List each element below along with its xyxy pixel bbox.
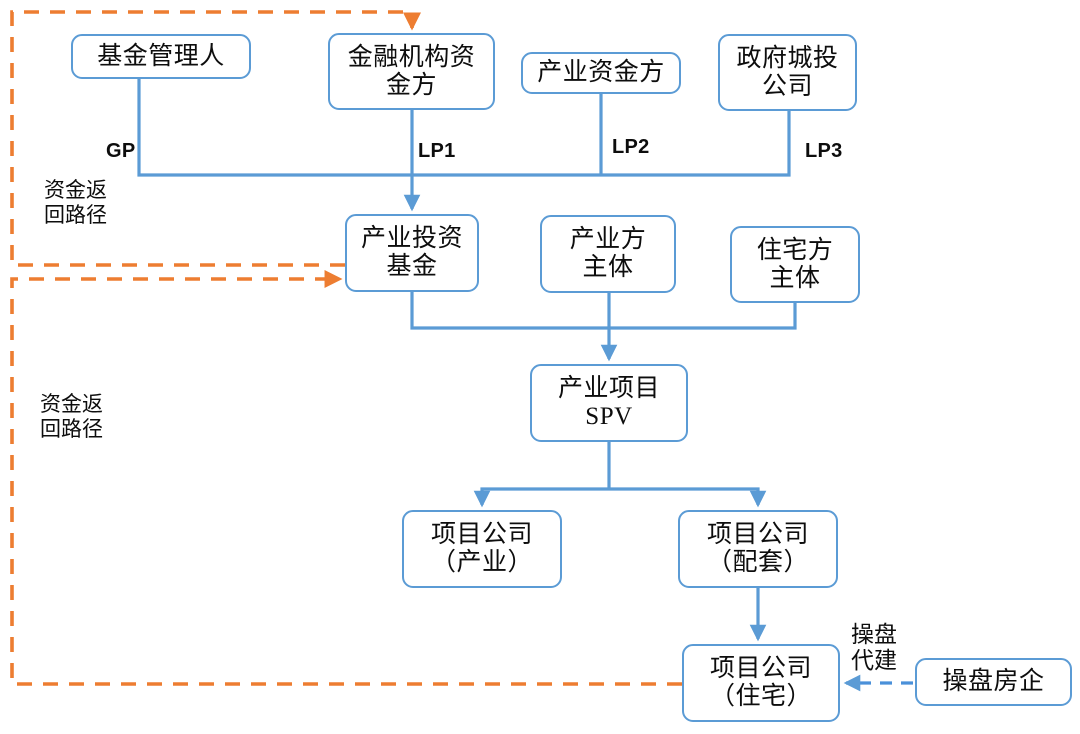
node-operating-developer[interactable]: 操盘房企 [915, 658, 1072, 706]
node-industry-party[interactable]: 产业方 主体 [540, 215, 676, 293]
edge-gp-fund-manager-to-bus [137, 79, 412, 177]
node-financial-investor[interactable]: 金融机构资 金方 [328, 33, 495, 110]
node-projectco-housing[interactable]: 项目公司 （住宅） [682, 644, 840, 722]
edge-spv-to-projectco-industry [473, 487, 609, 508]
node-project-spv[interactable]: 产业项目 SPV [530, 364, 688, 442]
node-fund-manager[interactable]: 基金管理人 [71, 34, 251, 79]
label-return-path-lower: 资金返 回路径 [40, 392, 103, 441]
edge-label-gp: GP [106, 140, 136, 162]
node-government-investor[interactable]: 政府城投 公司 [718, 34, 857, 111]
edge-spv-to-projectco-support [609, 487, 767, 508]
edge-fund-to-spv-bus [410, 292, 609, 330]
edge-label-lp3: LP3 [805, 140, 843, 162]
edge-return-path-lower [10, 270, 682, 686]
edge-label-lp2: LP2 [612, 136, 650, 158]
edge-label-lp1: LP1 [418, 140, 456, 162]
node-residential-party[interactable]: 住宅方 主体 [730, 226, 860, 303]
node-projectco-industry[interactable]: 项目公司 （产业） [402, 510, 562, 588]
node-projectco-support[interactable]: 项目公司 （配套） [678, 510, 838, 588]
label-return-path-upper: 资金返 回路径 [44, 178, 107, 227]
node-industry-fund[interactable]: 产业投资 基金 [345, 214, 479, 292]
edge-lp3-government-to-bus [412, 111, 791, 177]
label-delegated-construction: 操盘 代建 [851, 622, 897, 673]
node-industry-investor[interactable]: 产业资金方 [521, 52, 681, 94]
edge-residential-party-to-spv-bus [609, 303, 797, 330]
edge-return-path-upper [10, 10, 421, 267]
